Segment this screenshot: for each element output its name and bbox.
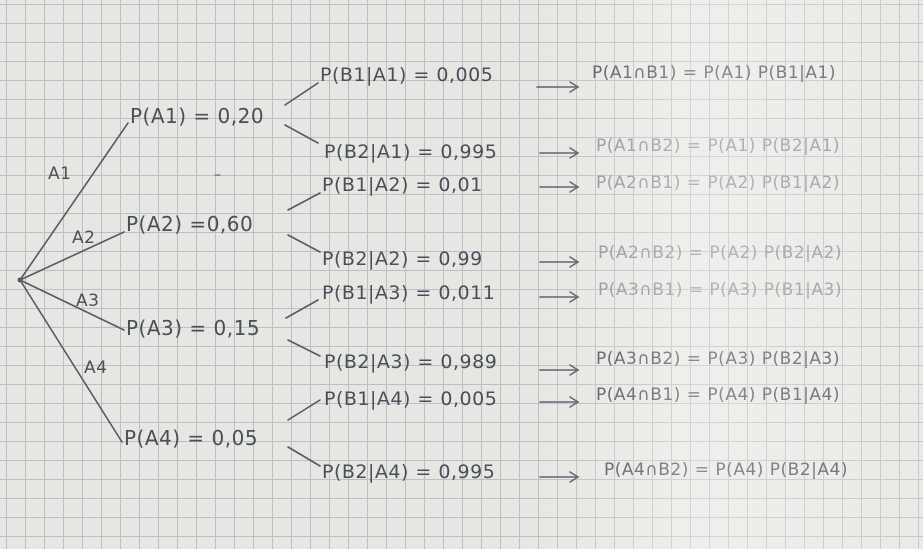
branch-label-a3: A3 — [76, 291, 100, 311]
cond-b1-a1: P(B1|A1) = 0,005 — [320, 64, 494, 86]
branch-label-a2: A2 — [72, 228, 96, 248]
cond-b1-a3: P(B1|A3) = 0,011 — [322, 282, 496, 304]
arrow-icon-7 — [539, 396, 580, 408]
result-a3-b1: P(A3∩B1) = P(A3) P(B1|A3) — [598, 280, 842, 300]
cond-b2-a3: P(B2|A3) = 0,989 — [324, 351, 498, 373]
cond-b1-a4: P(B1|A4) = 0,005 — [324, 388, 498, 410]
branch-label-a1: A1 — [48, 164, 72, 184]
branch-line-a3 — [19, 279, 125, 331]
cond-b2-a2: P(B2|A2) = 0,99 — [322, 248, 483, 270]
result-a4-b1: P(A4∩B1) = P(A4) P(B1|A4) — [596, 385, 840, 405]
branch-line-b1-a2 — [287, 192, 321, 211]
result-a2-b2: P(A2∩B2) = P(A2) P(B2|A2) — [598, 243, 842, 263]
cond-b2-a1: P(B2|A1) = 0,995 — [324, 141, 498, 163]
prior-a1: P(A1) = 0,20 — [130, 104, 265, 128]
branch-line-a1 — [19, 122, 129, 281]
branch-line-b1-a1 — [284, 82, 319, 106]
cond-b1-a2: P(B1|A2) = 0,01 — [322, 174, 483, 196]
branch-line-b2-a1 — [284, 124, 319, 144]
prior-a4: P(A4) = 0,05 — [124, 426, 259, 450]
branch-line-b1-a3 — [285, 299, 319, 319]
prior-a2: P(A2) =0,60 — [126, 212, 254, 236]
branch-label-a4: A4 — [84, 358, 108, 378]
result-a1-b2: P(A1∩B2) = P(A1) P(B2|A1) — [596, 136, 840, 156]
result-a4-b2: P(A4∩B2) = P(A4) P(B2|A4) — [604, 460, 848, 480]
arrow-icon-5 — [539, 291, 580, 303]
branch-line-b2-a3 — [287, 339, 321, 357]
result-a3-b2: P(A3∩B2) = P(A3) P(B2|A3) — [596, 349, 840, 369]
branch-line-b2-a4 — [287, 446, 321, 467]
result-a1-b1: P(A1∩B1) = P(A1) P(B1|A1) — [592, 63, 836, 83]
arrow-icon-8 — [539, 471, 580, 483]
branch-line-a4 — [19, 279, 123, 443]
prior-a3: P(A3) = 0,15 — [126, 316, 261, 340]
branch-line-b1-a4 — [287, 399, 321, 421]
arrow-icon-3 — [539, 181, 580, 193]
arrow-icon-2 — [539, 147, 580, 159]
arrow-icon-6 — [539, 364, 580, 376]
arrow-icon-1 — [536, 81, 580, 93]
arrow-icon-4 — [539, 256, 580, 268]
branch-line-a2 — [19, 231, 125, 281]
branch-line-b2-a2 — [287, 234, 321, 253]
result-a2-b1: P(A2∩B1) = P(A2) P(B1|A2) — [596, 173, 840, 193]
cond-b2-a4: P(B2|A4) = 0,995 — [322, 461, 496, 483]
